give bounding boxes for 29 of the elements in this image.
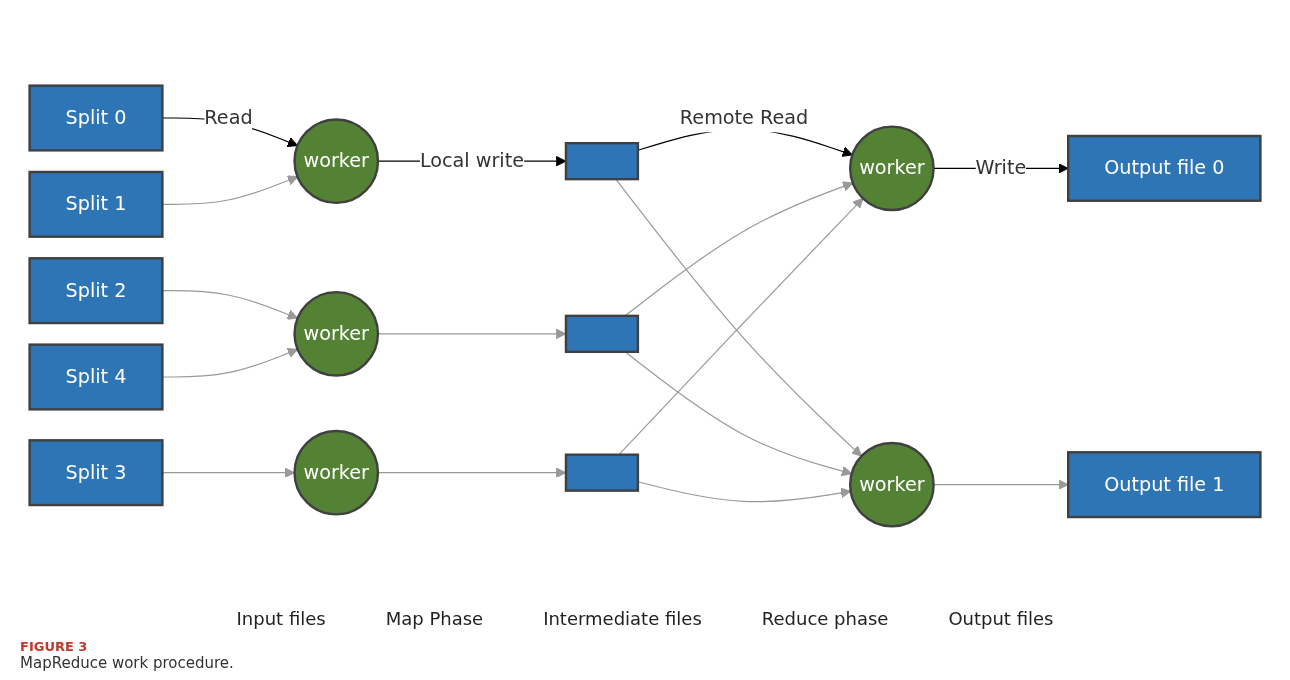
node-box: [564, 142, 640, 181]
edge-label: Read: [204, 106, 253, 129]
node-circle: worker: [848, 125, 935, 212]
node-circle: worker: [848, 441, 935, 528]
node-box: Split 3: [28, 439, 164, 507]
note-label: Intermediate files: [543, 608, 702, 629]
node-circle: worker: [293, 429, 380, 516]
node-box: Output file 0: [1067, 134, 1262, 202]
arrow: [637, 481, 852, 503]
node-box: Output file 1: [1067, 451, 1262, 519]
arrow: [624, 351, 853, 477]
caption: MapReduce work procedure.: [20, 654, 235, 672]
edge-label: Remote Read: [679, 106, 809, 129]
node-circle: worker: [293, 290, 380, 377]
node-box: [564, 314, 640, 353]
edge-label: Local write: [419, 149, 524, 172]
arrow: [933, 479, 1069, 490]
note-label: FIGURE 3: [20, 639, 89, 654]
note-label: Output files: [948, 608, 1054, 629]
edge-label: Write: [975, 156, 1027, 180]
note-label: Map Phase: [385, 608, 484, 629]
note-label: Reduce phase: [761, 608, 889, 629]
node-box: Split 4: [28, 343, 164, 411]
node-box: Split 2: [28, 257, 164, 325]
node-box: [564, 453, 640, 492]
node-circle: worker: [293, 118, 380, 205]
node-box: Split 0: [28, 84, 164, 152]
note-label: Input files: [236, 608, 326, 629]
node-box: Split 1: [28, 170, 164, 238]
